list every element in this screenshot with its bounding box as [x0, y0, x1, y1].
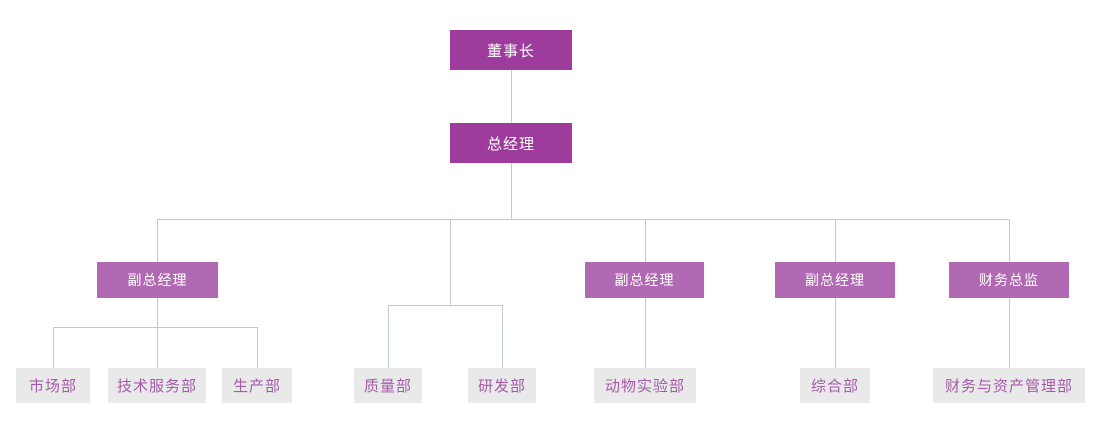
node-finance-asset-dept-label: 财务与资产管理部 [944, 378, 1073, 395]
node-general-manager-label: 总经理 [486, 135, 535, 153]
connector-deputy1-rail [53, 327, 258, 328]
connector-chairman-to-gm [511, 70, 512, 123]
connector-to-production [257, 327, 258, 368]
connector-rail-to-findir [1009, 219, 1010, 262]
node-rnd-dept-label: 研发部 [477, 378, 526, 395]
node-deputy-gm-1[interactable]: 副总经理 [97, 262, 218, 298]
node-finance-director[interactable]: 财务总监 [949, 262, 1069, 298]
node-marketing-dept[interactable]: 市场部 [16, 368, 90, 403]
node-deputy-gm-2-label: 副总经理 [614, 272, 675, 288]
node-production-dept-label: 生产部 [232, 378, 281, 395]
connector-to-general-affairs [835, 298, 836, 368]
connector-main-rail [157, 219, 1010, 220]
node-rnd-dept[interactable]: 研发部 [468, 368, 536, 403]
connector-to-finance-asset [1009, 298, 1010, 368]
node-chairman-label: 董事长 [486, 42, 535, 60]
node-finance-director-label: 财务总监 [979, 272, 1039, 288]
node-deputy-gm-3[interactable]: 副总经理 [775, 262, 895, 298]
node-marketing-dept-label: 市场部 [28, 378, 77, 395]
node-general-affairs-dept-label: 综合部 [810, 378, 859, 395]
connector-to-marketing [53, 327, 54, 368]
connector-mid-rail [388, 305, 503, 306]
node-general-affairs-dept[interactable]: 综合部 [800, 368, 870, 403]
node-deputy-gm-2[interactable]: 副总经理 [585, 262, 704, 298]
node-finance-asset-dept[interactable]: 财务与资产管理部 [933, 368, 1085, 403]
node-animal-lab-dept[interactable]: 动物实验部 [594, 368, 696, 403]
connector-to-rnd [502, 305, 503, 368]
connector-to-tech-service [157, 327, 158, 368]
node-chairman[interactable]: 董事长 [450, 30, 572, 70]
connector-gm-to-main-rail [511, 163, 512, 219]
node-quality-dept-label: 质量部 [363, 378, 412, 395]
node-tech-service-dept-label: 技术服务部 [116, 378, 197, 395]
connector-to-quality [388, 305, 389, 368]
node-animal-lab-dept-label: 动物实验部 [604, 378, 685, 395]
node-general-manager[interactable]: 总经理 [450, 123, 572, 163]
connector-rail-to-deputy3 [835, 219, 836, 262]
connector-rail-to-deputy2 [645, 219, 646, 262]
node-deputy-gm-1-label: 副总经理 [127, 272, 188, 288]
node-deputy-gm-3-label: 副总经理 [805, 272, 865, 288]
connector-to-animal-lab [645, 298, 646, 368]
connector-rail-to-mid-branch [450, 219, 451, 305]
connector-deputy1-drop [157, 298, 158, 327]
node-tech-service-dept[interactable]: 技术服务部 [108, 368, 206, 403]
node-production-dept[interactable]: 生产部 [222, 368, 292, 403]
connector-rail-to-deputy1 [157, 219, 158, 262]
node-quality-dept[interactable]: 质量部 [354, 368, 422, 403]
